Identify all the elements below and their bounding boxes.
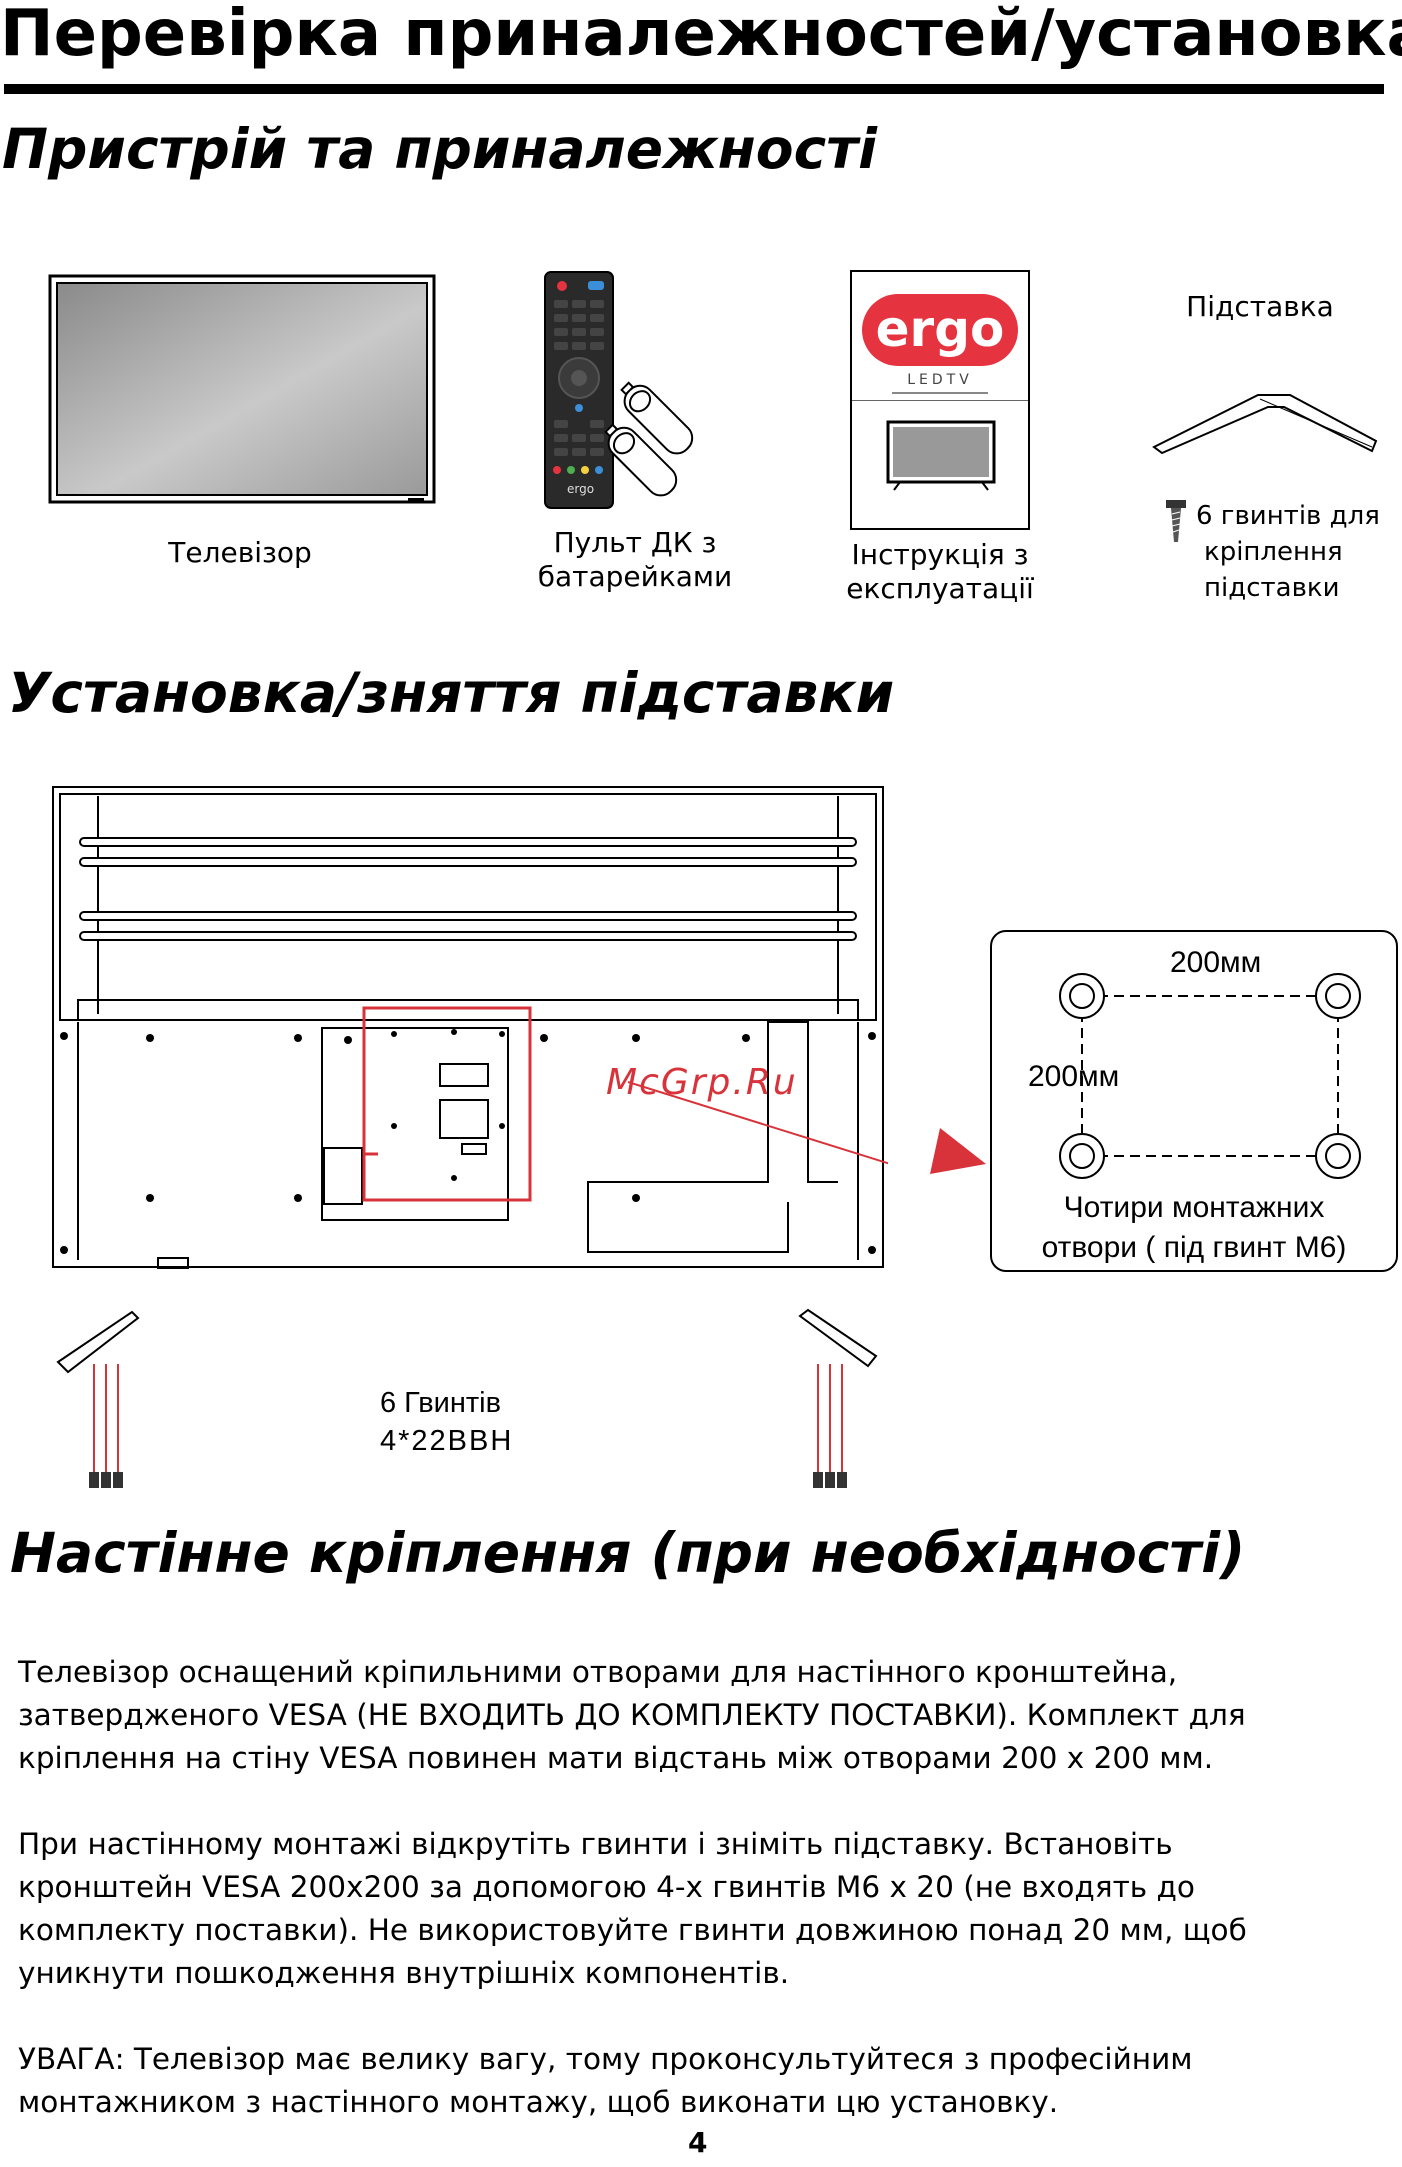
page-number: 4 xyxy=(688,2126,708,2159)
tv-caption: Телевізор xyxy=(168,536,312,569)
manual-caption-line2: експлуатації xyxy=(846,572,1034,605)
stand-screws-label: 6 Гвинтів 4*22BBH xyxy=(380,1384,513,1460)
vesa-height-label: 200мм xyxy=(1028,1060,1120,1093)
remote-caption: Пульт ДК з батарейками xyxy=(520,526,750,594)
tv-back-illustration xyxy=(52,786,888,1488)
screw-icon xyxy=(1166,500,1186,542)
wall-mount-paragraph-2: При настінному монтажі відкрутіть гвинти… xyxy=(18,1827,1247,1990)
manual-brand-logo: ergo xyxy=(862,294,1018,366)
vesa-caption-line1: Чотири монтажних xyxy=(1063,1191,1325,1224)
manual-tv-icon xyxy=(886,420,996,491)
page-title: Перевірка приналежностей/установка xyxy=(0,0,1402,71)
stand-screws-line2: кріплення xyxy=(1204,537,1343,567)
vesa-caption-line2: отвори ( під гвинт М6) xyxy=(1041,1231,1347,1264)
stand-screws-spec: 4*22BBH xyxy=(380,1425,514,1457)
stand-screws-line1: 6 гвинтів для xyxy=(1196,501,1380,531)
wall-mount-paragraph-1: Телевізор оснащений кріпильними отворами… xyxy=(18,1655,1246,1775)
stand-screws-line3: підставки xyxy=(1204,573,1340,603)
section-heading-wall-mount: Настінне кріплення (при необхідності) xyxy=(10,1521,1246,1585)
vesa-width-label: 200мм xyxy=(1170,946,1262,979)
tv-front-illustration xyxy=(48,274,436,504)
remote-illustration xyxy=(544,271,694,509)
vesa-holes-diagram xyxy=(1059,973,1361,1179)
vesa-caption: Чотири монтажних отвори ( під гвинт М6) xyxy=(990,1188,1398,1268)
section-heading-stand-install: Установка/зняття підставки xyxy=(8,661,895,725)
remote-caption-line1: Пульт ДК з xyxy=(553,526,717,559)
manual-subtitle-rule xyxy=(892,392,988,394)
stand-screws-caption: 6 гвинтів для кріплення підставки xyxy=(1196,498,1396,606)
manual-subtitle: LEDTV xyxy=(907,372,973,388)
manual-caption-line1: Інструкція з xyxy=(851,538,1029,571)
watermark: McGrp.Ru xyxy=(606,1062,798,1103)
section-heading-accessories: Пристрій та приналежності xyxy=(2,117,877,181)
stand-illustration xyxy=(1152,394,1378,455)
manual-illustration: ergo LEDTV xyxy=(850,270,1030,530)
remote-caption-line2: батарейками xyxy=(537,560,733,593)
wall-mount-paragraph-3: УВАГА: Телевізор має велику вагу, тому п… xyxy=(18,2042,1193,2119)
vesa-detail-box: 200мм 200мм Чотири монтажних отвори ( пі… xyxy=(990,930,1398,1272)
title-divider xyxy=(4,84,1384,94)
wall-mount-text: Телевізор оснащений кріпильними отворами… xyxy=(18,1608,1388,2167)
remote-brand-logo: ergo xyxy=(567,482,595,496)
arrow-head-icon xyxy=(930,1128,986,1174)
manual-caption: Інструкція з експлуатації xyxy=(830,538,1050,606)
stand-caption: Підставка xyxy=(1186,290,1334,323)
manual-divider xyxy=(852,400,1028,401)
stand-screws-count: 6 Гвинтів xyxy=(380,1387,502,1419)
